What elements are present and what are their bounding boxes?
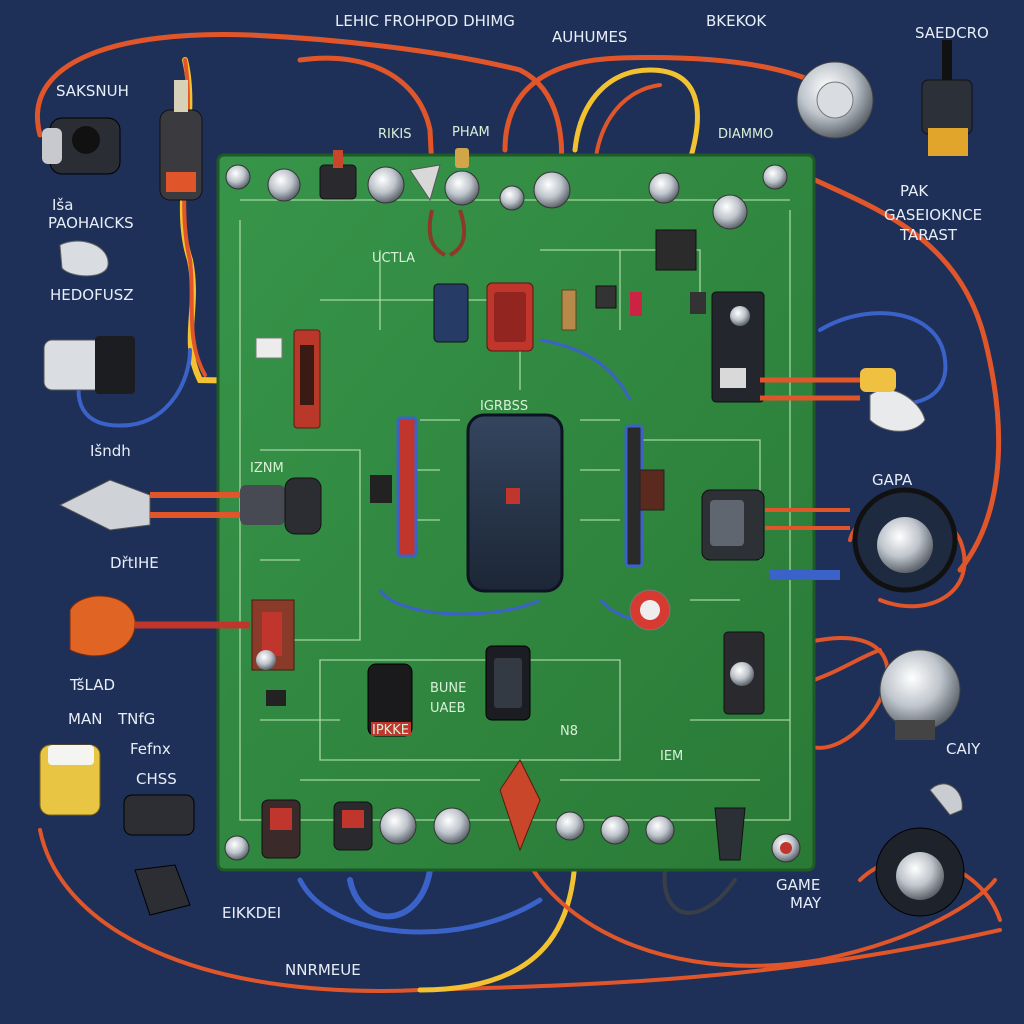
label: GAME: [776, 876, 820, 894]
connector-black: [123, 794, 195, 836]
connector-orange: [69, 595, 136, 657]
external-components: [39, 40, 973, 917]
label: BKEKOK: [706, 12, 767, 30]
transistor: [655, 229, 697, 271]
label: Fefnx: [130, 740, 171, 758]
label: SAEDCRO: [915, 24, 989, 42]
title-label: LEHIC FROHPOD DHIMG: [335, 12, 515, 30]
indicator-lamp: [367, 166, 405, 204]
label: SAKSNUH: [56, 82, 129, 100]
label: MAN: [68, 710, 102, 728]
label: EIKKDEI: [222, 904, 281, 922]
label: MAY: [790, 894, 822, 912]
label: PAOHAICKS: [48, 214, 134, 232]
label: DřtIHE: [110, 554, 159, 572]
gauge: [879, 649, 961, 731]
label: GASEIOKNCE: [884, 206, 982, 224]
bulb: [59, 240, 109, 277]
board-label: IEM: [660, 749, 683, 764]
label: TšLAD: [69, 676, 115, 694]
label: GAPA: [872, 471, 913, 489]
chip-label: IPKKE: [372, 723, 409, 738]
label: PAK: [900, 182, 929, 200]
terminal-screw: [267, 168, 301, 202]
sensor: [921, 79, 973, 135]
switch-block: [319, 164, 357, 200]
board-label: PHAM: [452, 125, 490, 140]
board-components: [251, 282, 765, 737]
board-label: DIAMMO: [718, 127, 773, 142]
capacitor-blue: [433, 283, 469, 343]
label: AUHUMES: [552, 28, 627, 46]
label: Išndh: [90, 442, 131, 460]
label: HEDOFUSZ: [50, 286, 134, 304]
label: TARAST: [899, 226, 958, 244]
label-layer: LEHIC FROHPOD DHIMG AUHUMES BKEKOK SAEDC…: [48, 12, 989, 979]
label: CHSS: [136, 770, 177, 788]
top-terminals: [225, 148, 788, 271]
indicator-lamp: [533, 171, 571, 209]
terminal-screw: [444, 170, 480, 206]
board-label: UAEB: [430, 701, 466, 716]
board-label: BUNE: [430, 681, 466, 696]
board-label: RIKIS: [378, 127, 411, 142]
label: Iša: [52, 196, 73, 214]
bus-bar: [396, 416, 418, 558]
terminal-screw: [225, 164, 251, 190]
label: CAIY: [946, 740, 981, 758]
board-label: IZNM: [250, 461, 284, 476]
resistor: [561, 289, 577, 331]
spark-plug: [58, 479, 151, 531]
board-label: IGRBSS: [480, 399, 528, 414]
board-label: UCTLA: [372, 251, 415, 266]
bottom-terminals: [224, 759, 801, 863]
board-label: N8: [560, 724, 578, 739]
label: TNfG: [117, 710, 155, 728]
label: NNRMEUE: [285, 961, 361, 979]
